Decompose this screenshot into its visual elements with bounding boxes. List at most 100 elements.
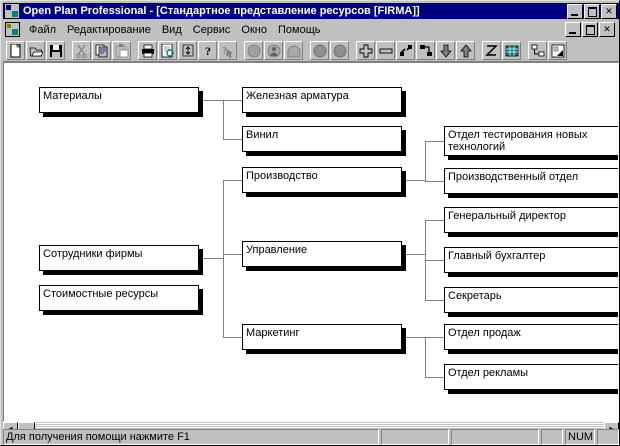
close-icon: ✕ (605, 5, 613, 16)
save-disk-icon[interactable] (46, 40, 65, 60)
svg-text:?: ? (205, 44, 211, 58)
resource-node-label: Главный бухгалтер (448, 250, 546, 262)
resource-node-otdel-reklamy[interactable]: Отдел рекламы (444, 364, 618, 390)
status-panel-b (451, 429, 539, 445)
resource-node-vinil[interactable]: Винил (242, 126, 402, 152)
print-preview-icon[interactable] (158, 40, 177, 60)
paste-icon[interactable] (112, 40, 131, 60)
cut-scissors-icon[interactable] (72, 40, 91, 60)
link-icon[interactable] (396, 40, 415, 60)
connector-line (223, 337, 242, 338)
menu-bar: Файл Редактирование Вид Сервис Окно Помо… (3, 21, 619, 38)
connector-line (425, 377, 444, 378)
unlink-icon[interactable] (416, 40, 435, 60)
grid-view-icon[interactable] (502, 40, 521, 60)
filled-circle-2-icon[interactable] (330, 40, 349, 60)
resource-node-zhel-armatura[interactable]: Железная арматура (242, 87, 402, 113)
menu-item-help[interactable]: Помощь (277, 23, 321, 36)
connector-line (425, 337, 444, 338)
mdi-child-controls: ✕ (565, 22, 615, 37)
copy-icon[interactable] (92, 40, 111, 60)
resource-node-label: Стоимостные ресурсы (43, 288, 159, 300)
connector-line (199, 100, 223, 101)
resource-node-proizvodstvo[interactable]: Производство (242, 167, 402, 193)
connector-line (223, 100, 242, 101)
resource-node-sotrudniki[interactable]: Сотрудники фирмы (39, 245, 199, 271)
title-bar[interactable]: Open Plan Professional - [Стандартное пр… (3, 3, 619, 19)
status-panel-d (597, 429, 619, 445)
resource-node-otdel-prodazh[interactable]: Отдел продаж (444, 324, 618, 350)
plus-icon[interactable] (356, 40, 375, 60)
svg-text:?: ? (222, 46, 227, 57)
connector-line (223, 100, 224, 139)
connector-line (199, 258, 223, 259)
mdi-restore-button[interactable] (582, 22, 598, 37)
connector-line (402, 337, 426, 338)
toolbar: ? ? (3, 39, 619, 62)
status-message: Для получения помощи нажмите F1 (3, 429, 379, 445)
resource-node-upravlenie[interactable]: Управление (242, 241, 402, 267)
connector-line (223, 254, 242, 255)
connector-line (223, 139, 242, 140)
connector-line (223, 180, 242, 181)
resource-node-label: Отдел рекламы (448, 367, 529, 379)
new-file-icon[interactable] (6, 40, 25, 60)
filled-circle-icon[interactable] (310, 40, 329, 60)
resource-node-label: Винил (246, 129, 279, 141)
minus-icon[interactable] (376, 40, 395, 60)
mdi-close-button[interactable]: ✕ (599, 22, 615, 37)
resource-node-label: Производство (246, 170, 318, 182)
menu-item-view[interactable]: Вид (161, 23, 182, 36)
resource-node-label: Отдел тестирования новых технологий (448, 129, 588, 153)
minimize-button[interactable] (567, 3, 583, 19)
resource-node-materialy[interactable]: Материалы (39, 87, 199, 113)
restore-button[interactable] (584, 3, 600, 19)
zigzag-icon[interactable] (482, 40, 501, 60)
status-panel-a (381, 429, 449, 445)
resource-node-label: Сотрудники фирмы (43, 248, 143, 260)
resource-node-label: Отдел продаж (448, 327, 521, 339)
menu-item-tools[interactable]: Сервис (192, 23, 231, 36)
connector-line (402, 254, 426, 255)
resource-node-label: Секретарь (448, 290, 502, 302)
resource-node-stoim-resursy[interactable]: Стоимостные ресурсы (39, 285, 199, 311)
expand-tree-icon[interactable] (528, 40, 547, 60)
status-panel-c (541, 429, 563, 445)
menu-item-file[interactable]: Файл (29, 23, 57, 36)
print-icon[interactable] (138, 40, 157, 60)
resource-node-label: Генеральный директор (448, 210, 566, 222)
open-folder-icon[interactable] (26, 40, 45, 60)
connector-line (402, 180, 426, 181)
mdi-minimize-button[interactable] (565, 22, 581, 37)
resource-circle-icon[interactable] (244, 40, 263, 60)
resource-node-proizv-otdel[interactable]: Производственный отдел (444, 168, 618, 194)
open-plan-icon (4, 3, 20, 19)
resource-node-otdel-testir[interactable]: Отдел тестирования новых технологий (444, 126, 618, 156)
help-question-icon[interactable]: ? (198, 40, 217, 60)
resource-node-label: Материалы (43, 90, 102, 102)
connector-line (425, 337, 426, 377)
context-help-icon[interactable]: ? (218, 40, 237, 60)
connector-line (223, 180, 224, 337)
resource-shape-icon[interactable] (284, 40, 303, 60)
sort-icon[interactable] (178, 40, 197, 60)
status-bar: Для получения помощи нажмите F1 NUM (3, 429, 619, 445)
connector-line (425, 141, 426, 181)
zoom-region-icon[interactable] (548, 40, 567, 60)
menu-item-edit[interactable]: Редактирование (67, 23, 151, 36)
move-up-icon[interactable] (456, 40, 475, 60)
resource-person-icon[interactable] (264, 40, 283, 60)
resource-node-sekretar[interactable]: Секретарь (444, 287, 618, 313)
close-button[interactable]: ✕ (601, 3, 617, 19)
connector-line (425, 181, 444, 182)
document-icon[interactable] (5, 22, 20, 37)
connector-line (425, 260, 444, 261)
mdi-close-icon: ✕ (603, 24, 611, 34)
connector-line (425, 300, 444, 301)
resource-node-gl-buhgalter[interactable]: Главный бухгалтер (444, 247, 618, 273)
resource-node-marketing[interactable]: Маркетинг (242, 324, 402, 350)
menu-item-window[interactable]: Окно (241, 23, 267, 36)
resource-node-gen-direktor[interactable]: Генеральный директор (444, 207, 618, 233)
move-down-icon[interactable] (436, 40, 455, 60)
